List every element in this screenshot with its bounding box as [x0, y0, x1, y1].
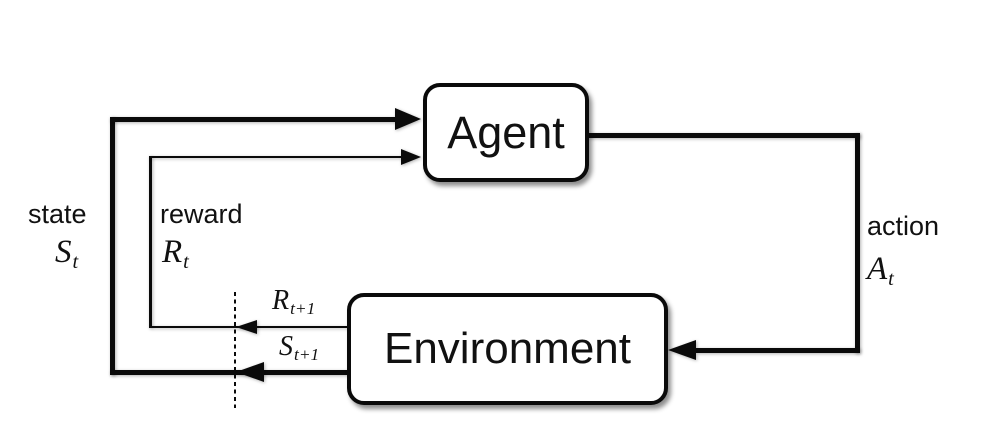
- action-to-environment-arrowhead-icon: [668, 340, 696, 360]
- next-reward-symbol-subscript: t+1: [290, 298, 316, 318]
- next-state-symbol-base: S: [279, 331, 293, 362]
- state-word-label: state: [28, 199, 87, 229]
- state-symbol-base: S: [55, 234, 72, 270]
- reward-symbol-label: Rt: [162, 234, 189, 273]
- next-reward-arrowhead-icon: [236, 320, 257, 334]
- environment-node: Environment: [347, 293, 668, 405]
- action-line-vertical: [855, 133, 860, 353]
- state-line-bottom-horizontal: [110, 370, 348, 375]
- agent-node: Agent: [423, 83, 589, 182]
- reward-symbol-subscript: t: [183, 250, 189, 273]
- state-symbol-label: St: [55, 234, 79, 273]
- reward-to-agent-arrowhead-icon: [401, 149, 421, 165]
- action-symbol-base: A: [867, 251, 888, 287]
- action-symbol-subscript: t: [888, 267, 894, 290]
- next-reward-symbol-label: Rt+1: [272, 285, 315, 317]
- time-step-boundary-dashed-line: [234, 292, 236, 408]
- state-line-top-horizontal: [110, 117, 396, 122]
- next-state-arrowhead-icon: [236, 362, 264, 382]
- next-reward-symbol-base: R: [272, 285, 290, 316]
- environment-node-label: Environment: [383, 324, 631, 373]
- state-symbol-subscript: t: [72, 250, 79, 273]
- next-state-symbol-subscript: t+1: [294, 344, 320, 364]
- action-line-bottom-horizontal: [696, 348, 860, 353]
- action-line-top-horizontal: [588, 133, 860, 138]
- reward-symbol-base: R: [162, 234, 183, 270]
- reward-line-top-horizontal: [149, 155, 402, 158]
- state-to-agent-arrowhead-icon: [395, 108, 421, 130]
- reward-word-label: reward: [160, 199, 243, 229]
- next-state-symbol-label: St+1: [279, 331, 319, 363]
- action-symbol-label: At: [867, 251, 894, 290]
- action-word-label: action: [867, 211, 940, 241]
- reward-line-vertical: [149, 156, 152, 327]
- agent-node-label: Agent: [447, 106, 565, 158]
- state-line-vertical: [110, 117, 115, 375]
